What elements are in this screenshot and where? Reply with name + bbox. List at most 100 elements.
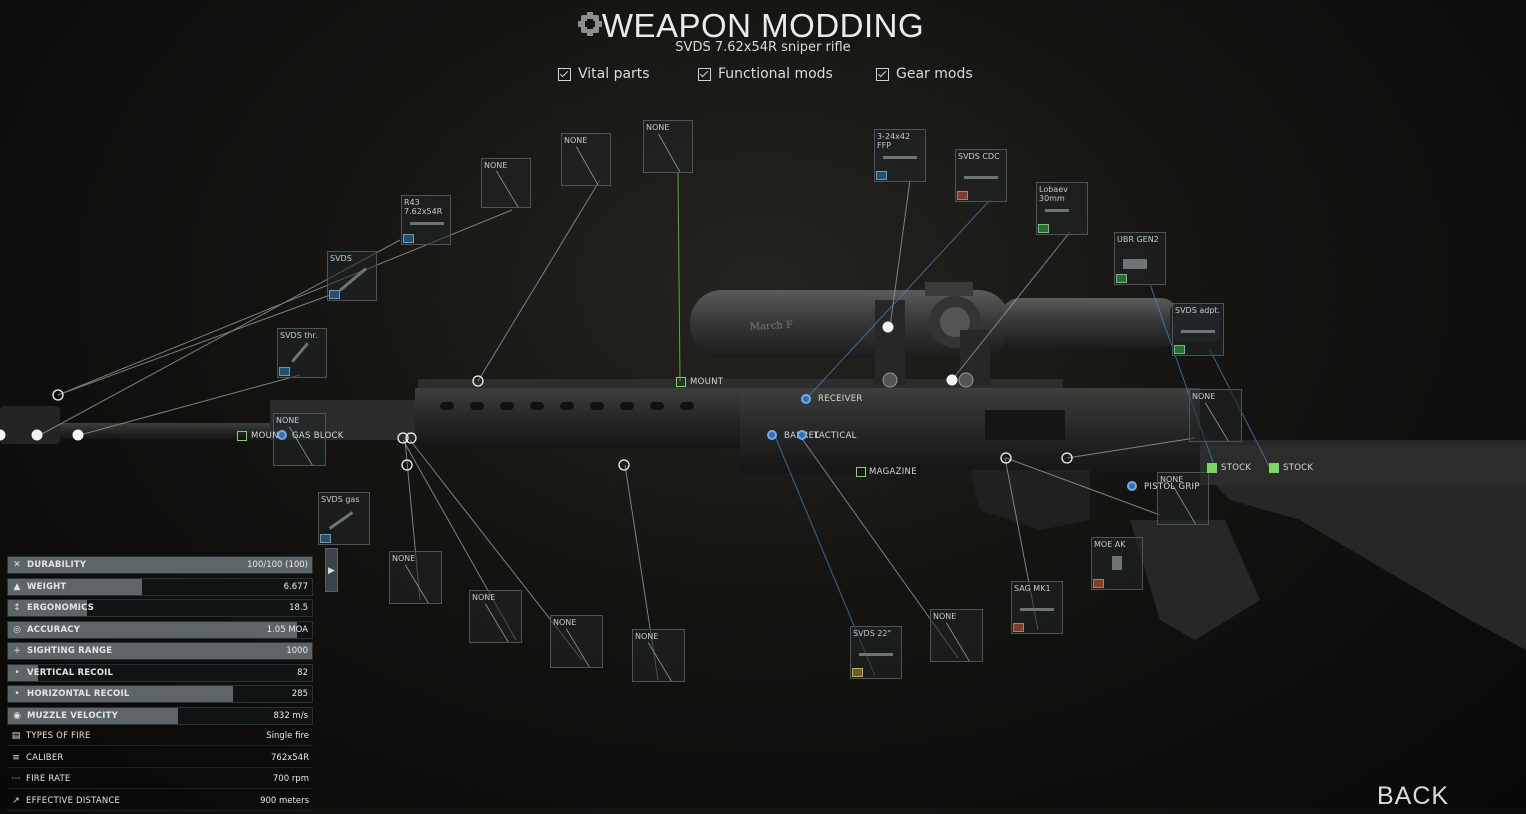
- back-button[interactable]: BACK: [1377, 782, 1450, 810]
- filter-gear-mods[interactable]: Gear mods: [876, 66, 973, 82]
- slot-scope-mount[interactable]: Lobaev 30mm: [1036, 182, 1088, 235]
- node-label-stock-1: STOCK: [1221, 463, 1252, 473]
- mod-category-icon: [1116, 274, 1127, 283]
- mod-category-icon: [1013, 623, 1024, 632]
- slot-empty-h[interactable]: NONE: [930, 609, 983, 662]
- mod-category-icon: [403, 234, 414, 243]
- gas-block-node[interactable]: [277, 430, 287, 440]
- empty-slot-diagonal: [576, 146, 599, 185]
- stat-value: 6.677: [283, 581, 308, 592]
- slot-handguard[interactable]: SVDS: [327, 251, 377, 301]
- stat-value: Single fire: [266, 731, 309, 741]
- checkbox-icon: [698, 67, 711, 81]
- stat-value: 900 meters: [260, 795, 309, 806]
- stat-name: MUZZLE VELOCITY: [27, 710, 118, 721]
- slot-label: NONE: [472, 593, 496, 602]
- mod-category-icon: [279, 367, 290, 376]
- empty-slot-diagonal: [288, 426, 313, 465]
- fire-rate-icon: ⋯: [11, 774, 21, 784]
- slot-empty-stock[interactable]: NONE: [1189, 389, 1242, 442]
- stat-name: ERGONOMICS: [27, 603, 95, 613]
- velocity-icon: ◉: [13, 710, 21, 721]
- mount-top-node[interactable]: [676, 377, 686, 387]
- mod-category-icon: [852, 668, 863, 677]
- slot-gas-tube[interactable]: SVDS gas: [318, 492, 370, 545]
- mod-category-icon: [876, 171, 887, 180]
- slot-scope[interactable]: 3-24x42 FFP: [874, 129, 926, 182]
- slot-label: SVDS 22": [853, 629, 892, 638]
- slot-empty-a[interactable]: NONE: [481, 158, 531, 208]
- node-label-mount-left: MOUNT: [251, 431, 285, 441]
- slot-label: MOE AK: [1094, 540, 1126, 549]
- distance-icon: ↗: [12, 795, 20, 806]
- slot-empty-f[interactable]: NONE: [550, 615, 603, 668]
- empty-slot-diagonal: [404, 564, 429, 603]
- tactical-node[interactable]: [797, 430, 807, 440]
- slot-pistol-grip[interactable]: MOE AK: [1091, 537, 1143, 590]
- part-silhouette: [964, 176, 998, 179]
- stat-bar-fill: [8, 578, 142, 595]
- stock-node-1[interactable]: [1207, 463, 1217, 473]
- checkbox-icon: [876, 67, 889, 81]
- barrel-node[interactable]: [767, 430, 777, 440]
- mod-category-icon: [1093, 579, 1104, 588]
- mount-left-node[interactable]: [237, 431, 247, 441]
- slot-r43[interactable]: R43 7.62x54R: [401, 195, 451, 245]
- ergonomics-icon: ↕: [13, 603, 21, 613]
- filter-vital-parts[interactable]: Vital parts: [558, 66, 650, 82]
- slot-label: NONE: [646, 123, 670, 132]
- mod-category-icon: [957, 191, 968, 200]
- slot-label: NONE: [553, 618, 577, 627]
- slot-muzzle-cdc[interactable]: SVDS CDC: [955, 149, 1007, 202]
- empty-slot-diagonal: [1204, 402, 1229, 441]
- sight-icon: +: [13, 646, 21, 656]
- slot-muzzle-thread[interactable]: SVDS thr.: [277, 328, 327, 378]
- slot-label: SVDS: [330, 254, 352, 263]
- slot-stock-adapter[interactable]: SVDS adpt.: [1172, 303, 1224, 356]
- slot-stock-ubr[interactable]: UBR GEN2: [1114, 232, 1166, 285]
- slot-label: R43 7.62x54R: [404, 198, 443, 216]
- stat-name: DURABILITY: [27, 560, 87, 570]
- slot-empty-c[interactable]: NONE: [643, 120, 693, 173]
- filter-label: Functional mods: [718, 66, 833, 82]
- slot-empty-b[interactable]: NONE: [561, 133, 611, 186]
- slot-label: SAG MK1: [1014, 584, 1051, 593]
- weapon-subtitle: SVDS 7.62x54R sniper rifle: [675, 40, 851, 55]
- part-silhouette: [1045, 209, 1069, 212]
- part-silhouette: [410, 222, 444, 225]
- caliber-icon: ≡: [12, 752, 20, 763]
- pistol-grip-node[interactable]: [1127, 481, 1137, 491]
- slot-label: SVDS adpt.: [1175, 306, 1221, 315]
- slot-empty-pistol[interactable]: NONE: [1157, 472, 1209, 525]
- chevron-right-icon: ▶: [328, 566, 335, 576]
- stat-bar-fill: [8, 686, 233, 702]
- slot-scope-sag[interactable]: SAG MK1: [1011, 581, 1063, 634]
- page-title: WEAPON MODDING: [601, 7, 925, 44]
- weapon-modding-icon: [578, 12, 606, 40]
- slot-empty-e[interactable]: NONE: [469, 590, 522, 643]
- slot-empty-d[interactable]: NONE: [389, 551, 442, 604]
- recoil-v-icon: •: [14, 667, 20, 678]
- slot-barrel[interactable]: SVDS 22": [850, 626, 902, 679]
- node-label-magazine: MAGAZINE: [869, 467, 917, 477]
- slot-label: UBR GEN2: [1117, 235, 1159, 244]
- empty-slot-diagonal: [565, 628, 590, 667]
- stat-name: SIGHTING RANGE: [27, 646, 113, 656]
- stat-value: 700 rpm: [272, 774, 309, 784]
- filter-functional-mods[interactable]: Functional mods: [698, 66, 833, 82]
- stock-node-2[interactable]: [1269, 463, 1279, 473]
- receiver-node[interactable]: [801, 394, 811, 404]
- magazine-node[interactable]: [856, 467, 866, 477]
- slot-label: 3-24x42 FFP: [877, 132, 911, 150]
- empty-slot-diagonal: [1172, 485, 1196, 524]
- scope-marking: March F: [750, 320, 794, 333]
- stat-bar-fill: [8, 557, 312, 573]
- slot-label: NONE: [933, 612, 957, 621]
- slot-empty-g[interactable]: NONE: [632, 629, 685, 682]
- stats-panel-toggle-button[interactable]: ▶: [325, 548, 338, 592]
